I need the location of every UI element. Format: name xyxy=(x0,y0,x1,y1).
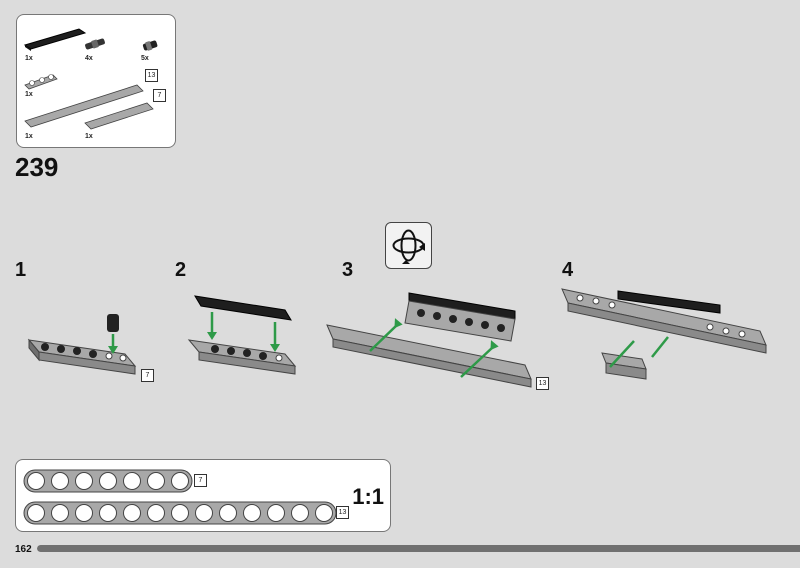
scale-beam-hole xyxy=(315,504,333,522)
sub-step-4-illustration xyxy=(561,288,767,380)
page-step-number: 239 xyxy=(15,152,59,182)
scale-beam-hole xyxy=(99,472,117,490)
beam-13-part xyxy=(24,84,144,128)
qty-black-plate: 1x xyxy=(25,55,33,62)
black-plate-part xyxy=(23,28,87,51)
scale-beam-hole xyxy=(219,504,237,522)
scale-beam-hole xyxy=(291,504,309,522)
scale-beam-hole xyxy=(171,504,189,522)
scale-beam-hole xyxy=(51,504,69,522)
qty-beam-13: 1x xyxy=(25,133,33,140)
sub-step-1-size-tag: 7 xyxy=(141,369,154,382)
scale-label: 1:1 xyxy=(352,484,384,509)
scale-beam-hole xyxy=(27,504,45,522)
scale-beam-hole xyxy=(147,472,165,490)
scale-beam-hole xyxy=(123,504,141,522)
beam-7-part xyxy=(84,102,154,130)
scale-beam-hole xyxy=(75,504,93,522)
sub-step-3-number: 3 xyxy=(342,259,354,281)
qty-axle-pin: 4x xyxy=(85,55,93,62)
sub-step-1-illustration xyxy=(27,314,137,375)
scale-beam-hole xyxy=(267,504,285,522)
scale-beam-hole xyxy=(243,504,261,522)
size-tag-beam-13: 13 xyxy=(145,69,158,82)
scale-size-tag-13: 13 xyxy=(336,506,349,519)
scale-size-tag-7: 7 xyxy=(194,474,207,487)
friction-pin-part xyxy=(142,40,158,51)
sub-step-2-illustration xyxy=(187,295,297,375)
scale-beam-hole xyxy=(147,504,165,522)
parts-list-box: 1x 4x 5x 1x 13 7 1x 1x xyxy=(16,14,176,148)
qty-beam-7: 1x xyxy=(85,133,93,140)
scale-beam-hole xyxy=(27,472,45,490)
qty-friction-pin: 5x xyxy=(141,55,149,62)
scale-beam-hole xyxy=(75,472,93,490)
size-tag-beam-7: 7 xyxy=(153,89,166,102)
scale-reference-box: 7 13 1:1 xyxy=(15,459,391,532)
scale-beam-hole xyxy=(51,472,69,490)
scale-beam-hole xyxy=(195,504,213,522)
axle-pin-part xyxy=(85,38,105,50)
sub-step-4-number: 4 xyxy=(562,259,574,281)
rotate-model-icon xyxy=(385,222,432,269)
progress-bar xyxy=(37,545,800,552)
scale-beam-hole xyxy=(171,472,189,490)
sub-step-3-size-tag: 13 xyxy=(536,377,549,390)
qty-short-beam: 1x xyxy=(25,91,33,98)
scale-beam-hole xyxy=(123,472,141,490)
sub-step-2-number: 2 xyxy=(175,259,187,281)
page-number: 162 xyxy=(15,544,32,555)
scale-beams xyxy=(23,469,337,525)
sub-step-1-number: 1 xyxy=(15,259,27,281)
progress-fill xyxy=(37,545,800,552)
short-beam-part xyxy=(24,74,58,90)
scale-beam-hole xyxy=(99,504,117,522)
sub-step-3-illustration xyxy=(326,292,532,388)
